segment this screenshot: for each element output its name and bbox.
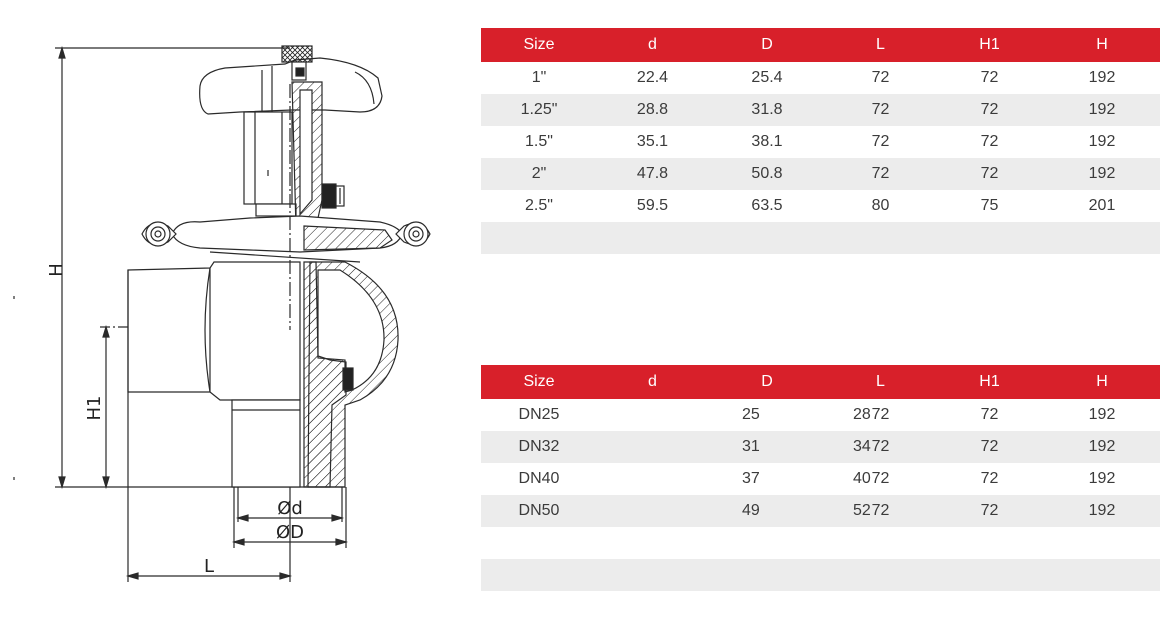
col-size-header: Size	[481, 28, 597, 62]
col-L-header: L	[826, 365, 935, 399]
cell: 72	[826, 495, 935, 527]
dn-size-table: Size d D L H1 H DN25 25 28 72 72 192 DN3…	[481, 365, 1160, 591]
cell: 1.25"	[481, 94, 597, 126]
cell: 38.1	[751, 133, 783, 150]
table-header-row: Size d D L H1 H	[481, 28, 1160, 62]
cell: 201	[1088, 197, 1116, 214]
cell: 50.8	[708, 158, 826, 190]
cell: 22.4	[636, 69, 669, 86]
cell: 72	[980, 470, 999, 487]
cell: 72	[871, 133, 890, 150]
cell: 192	[1044, 495, 1160, 527]
cell: 72	[826, 94, 935, 126]
cell: 72	[980, 69, 999, 86]
valve-drawing: H H1 Ød ØD L	[13, 45, 431, 582]
dim-H1-label: H1	[84, 396, 105, 421]
cell: 25	[742, 406, 760, 423]
cell: 72	[935, 158, 1044, 190]
dim-H-label: H	[46, 263, 67, 277]
cell: 72	[935, 495, 1044, 527]
cell: 72	[935, 431, 1044, 463]
table-row: 1.5" 35.1 38.1 72 72 192	[481, 126, 1160, 158]
cell: 28.8	[597, 94, 708, 126]
cell: 63.5	[751, 197, 783, 214]
dim-D-label: ØD	[276, 522, 304, 543]
cell: 72	[935, 94, 1044, 126]
col-D-header: D	[708, 365, 826, 399]
cell: 2.5"	[525, 197, 553, 214]
table-row-empty	[481, 559, 1160, 591]
cell: 192	[1088, 406, 1116, 423]
cell: 192	[1044, 158, 1160, 190]
cell: 72	[826, 431, 935, 463]
cell: DN32	[481, 431, 597, 463]
table-row: DN40 37 40 72 72 192	[481, 463, 1160, 495]
cell: 25.4	[751, 69, 783, 86]
table-row: 2" 47.8 50.8 72 72 192	[481, 158, 1160, 190]
cell: 37	[742, 470, 760, 487]
dim-d-label: Ød	[277, 498, 303, 519]
cell: 75	[980, 197, 999, 214]
cell: 31.8	[708, 94, 826, 126]
cell: 34	[708, 431, 871, 463]
cell: 28	[853, 406, 871, 423]
col-D-header: D	[708, 28, 826, 62]
cell: 59.5	[636, 197, 669, 214]
cell: 47.8	[597, 158, 708, 190]
cell: 72	[871, 470, 890, 487]
cell: DN40	[518, 470, 560, 487]
col-d-header: d	[597, 365, 708, 399]
cell: 35.1	[636, 133, 669, 150]
cell: 192	[1044, 94, 1160, 126]
inch-size-table: Size d D L H1 H 1" 22.4 25.4 72 72 192 1…	[481, 28, 1160, 254]
col-H-header: H	[1044, 28, 1160, 62]
table-row: 1" 22.4 25.4 72 72 192	[481, 62, 1160, 94]
col-H1-header: H1	[935, 28, 1044, 62]
col-H1-header: H1	[935, 365, 1044, 399]
table-row: 1.25" 28.8 31.8 72 72 192	[481, 94, 1160, 126]
cell: 52	[708, 495, 871, 527]
col-L-header: L	[826, 28, 935, 62]
cell: 31	[597, 431, 760, 463]
cell: 72	[980, 406, 999, 423]
table-row: DN25 25 28 72 72 192	[481, 399, 1160, 431]
cell: 1.5"	[525, 133, 553, 150]
cell: 80	[871, 197, 890, 214]
cell: 40	[853, 470, 871, 487]
cell: 49	[597, 495, 760, 527]
cell: 2"	[481, 158, 597, 190]
table-row: DN50 49 52 72 72 192	[481, 495, 1160, 527]
cell: 192	[1044, 431, 1160, 463]
cell: 72	[826, 158, 935, 190]
cell: 72	[871, 69, 890, 86]
cell: 72	[980, 133, 999, 150]
cell: 192	[1088, 470, 1116, 487]
table-row: 2.5" 59.5 63.5 80 75 201	[481, 190, 1160, 222]
cell: DN25	[518, 406, 560, 423]
cell: 1"	[531, 69, 547, 86]
table-row-empty	[481, 527, 1160, 559]
cell: 72	[871, 406, 890, 423]
table-row: DN32 31 34 72 72 192	[481, 431, 1160, 463]
cell: DN50	[481, 495, 597, 527]
cell: 192	[1088, 133, 1116, 150]
col-d-header: d	[597, 28, 708, 62]
table-row-empty	[481, 222, 1160, 254]
col-H-header: H	[1044, 365, 1160, 399]
cell: 192	[1088, 69, 1116, 86]
valve-outline	[13, 45, 431, 582]
table-header-row: Size d D L H1 H	[481, 365, 1160, 399]
col-size-header: Size	[481, 365, 597, 399]
dim-L-label: L	[204, 556, 214, 577]
